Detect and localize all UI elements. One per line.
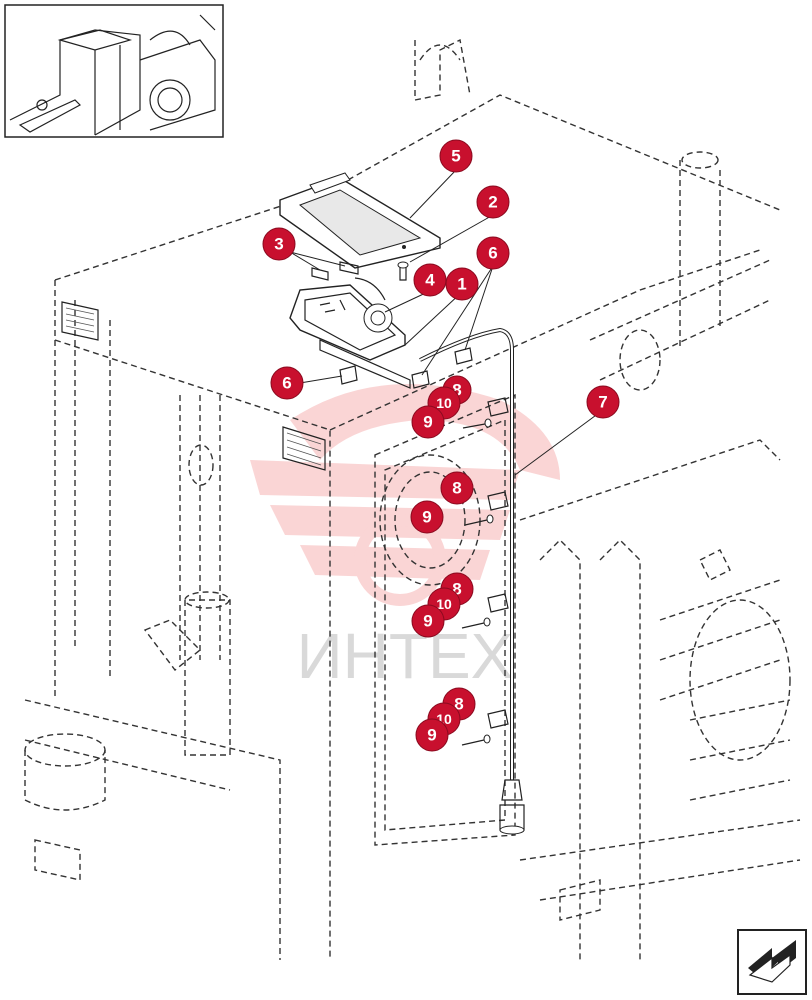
svg-text:9: 9	[423, 413, 432, 432]
next-page-button[interactable]	[737, 929, 807, 995]
svg-text:8: 8	[452, 381, 461, 400]
machine-location-thumbnail	[4, 4, 224, 138]
svg-text:1: 1	[457, 275, 466, 294]
work-light-left	[61, 301, 99, 341]
part-cover-lid	[279, 172, 441, 269]
clamp-set-4	[461, 709, 509, 746]
svg-text:10: 10	[436, 596, 452, 612]
svg-text:8: 8	[454, 695, 463, 714]
clamp-set-1	[462, 397, 509, 429]
svg-text:2: 2	[488, 193, 497, 212]
svg-text:6: 6	[488, 244, 497, 263]
part-clip-lower	[339, 365, 358, 385]
callout-7: 7	[586, 385, 620, 419]
svg-text:3: 3	[274, 235, 283, 254]
svg-text:5: 5	[451, 147, 460, 166]
svg-text:6: 6	[282, 374, 291, 393]
svg-text:8: 8	[452, 479, 461, 498]
part-clip-mid	[411, 370, 430, 389]
callout-6-right: 6	[476, 236, 510, 270]
svg-text:10: 10	[436, 395, 452, 411]
part-bulbs	[311, 261, 359, 281]
callout-1: 1	[445, 267, 479, 301]
svg-text:8: 8	[452, 580, 461, 599]
callout-9-set2: 9	[410, 500, 444, 534]
clamp-set-3	[461, 593, 509, 629]
callout-9-set3: 9	[411, 604, 445, 638]
work-light-right	[282, 426, 326, 471]
callout-2: 2	[476, 185, 510, 219]
callout-4: 4	[413, 263, 447, 297]
leader-lines	[289, 169, 604, 476]
svg-text:9: 9	[423, 612, 432, 631]
callout-3: 3	[262, 227, 296, 261]
callout-9-set4: 9	[415, 718, 449, 752]
part-cable-harness	[419, 327, 525, 835]
part-clip-upper	[454, 347, 473, 365]
watermark-text: ИНТЕХ	[297, 620, 514, 692]
callout-6-left: 6	[270, 366, 304, 400]
svg-text:4: 4	[425, 271, 435, 290]
callout-5: 5	[439, 139, 473, 173]
part-lamp-housing	[289, 277, 411, 389]
part-screw	[397, 261, 409, 281]
svg-text:9: 9	[427, 726, 436, 745]
next-page-arrow-icon	[748, 940, 796, 983]
callout-9-set1: 9	[411, 405, 445, 439]
callout-8-set2: 8	[440, 471, 474, 505]
machine-outline	[24, 38, 801, 960]
svg-text:7: 7	[598, 393, 607, 412]
clamp-set-2	[464, 491, 509, 526]
svg-text:9: 9	[422, 508, 431, 527]
